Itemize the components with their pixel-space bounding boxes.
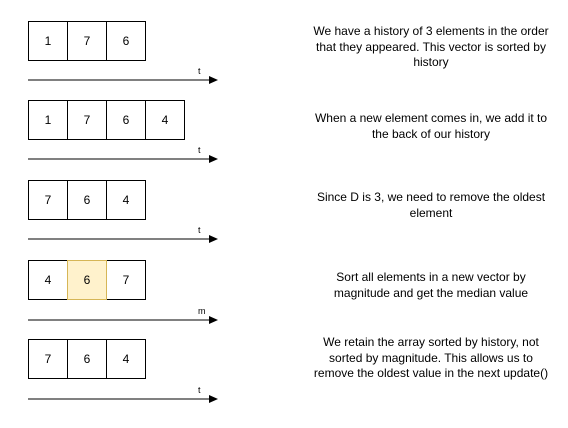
vector-cell: 6 — [67, 180, 107, 220]
vector-cell: 7 — [106, 260, 146, 300]
axis-label: t — [198, 225, 201, 235]
axis-label: t — [198, 385, 201, 395]
vector-cell: 4 — [106, 180, 146, 220]
vector-cell: 1 — [28, 21, 68, 61]
time-axis-arrow — [28, 235, 218, 243]
time-axis-arrow — [28, 395, 218, 403]
median-cell: 6 — [67, 260, 107, 300]
axis-label: m — [198, 306, 206, 316]
vector-cell: 4 — [28, 260, 68, 300]
vector-cell: 7 — [28, 180, 68, 220]
magnitude-axis-arrow — [28, 316, 218, 324]
step-description: Since D is 3, we need to remove the olde… — [316, 190, 546, 220]
time-axis-arrow — [28, 76, 218, 84]
vector-cell: 1 — [28, 100, 68, 140]
history-vector: 7 6 4 — [28, 339, 146, 379]
vector-cell: 7 — [67, 21, 107, 61]
history-vector: 1 7 6 4 — [28, 100, 185, 140]
step-description: Sort all elements in a new vector by mag… — [333, 270, 529, 300]
step-description: We have a history of 3 elements in the o… — [313, 24, 549, 69]
time-axis-arrow — [28, 155, 218, 163]
sorted-vector: 4 6 7 — [28, 260, 146, 300]
vector-cell: 4 — [106, 339, 146, 379]
vector-cell: 7 — [28, 339, 68, 379]
vector-cell: 7 — [67, 100, 107, 140]
step-description: When a new element comes in, we add it t… — [314, 111, 548, 141]
history-vector: 7 6 4 — [28, 180, 146, 220]
vector-cell: 6 — [67, 339, 107, 379]
vector-cell: 6 — [106, 100, 146, 140]
history-vector: 1 7 6 — [28, 21, 146, 61]
step-description: We retain the array sorted by history, n… — [313, 335, 549, 380]
axis-label: t — [198, 145, 201, 155]
vector-cell: 4 — [145, 100, 185, 140]
axis-label: t — [198, 66, 201, 76]
vector-cell: 6 — [106, 21, 146, 61]
